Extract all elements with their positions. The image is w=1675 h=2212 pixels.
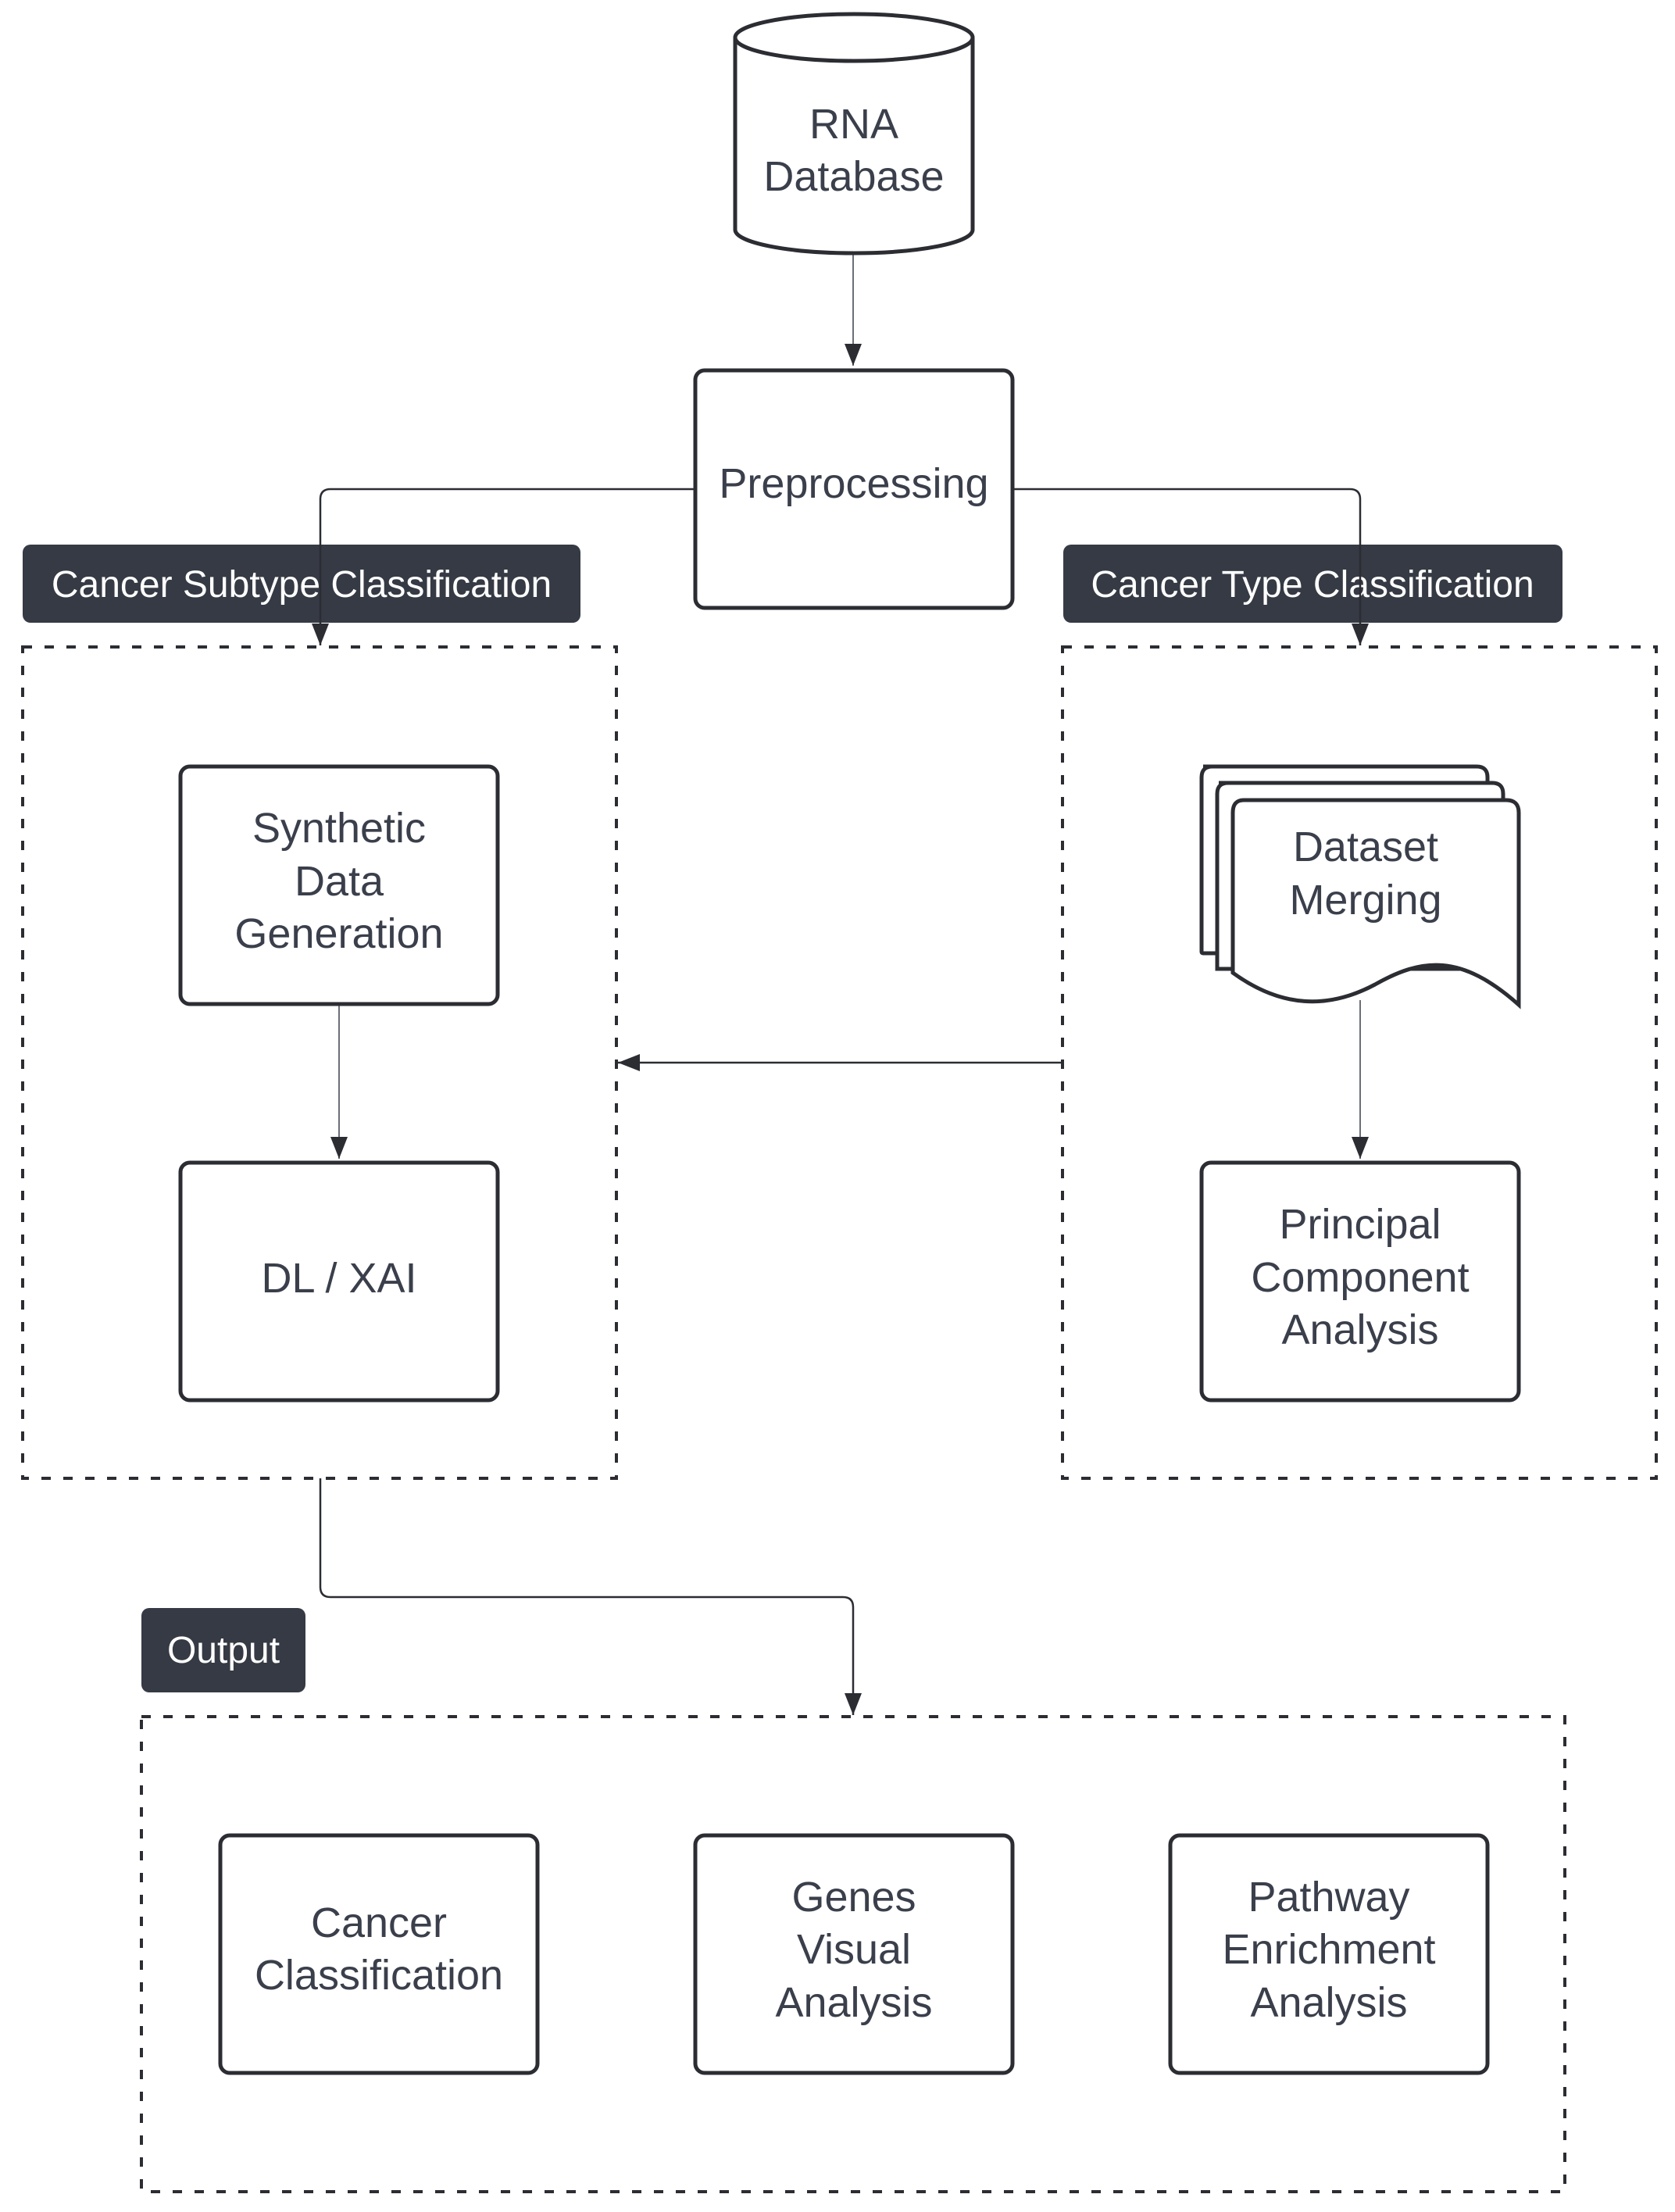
cancer-classification-line-2: Classification <box>255 1952 503 1999</box>
connector-preprocessing-to-subtype <box>312 488 695 645</box>
synthetic-data-line-1: Synthetic <box>252 805 426 852</box>
subtype-group-box <box>21 645 618 1480</box>
pca-line-2: Component <box>1251 1254 1469 1301</box>
pca-node: Principal Component Analysis <box>1199 1160 1521 1403</box>
dl-xai-node: DL / XAI <box>178 1160 500 1403</box>
pathway-enrichment-line-3: Analysis <box>1250 1979 1407 2026</box>
connector-subtype-to-output <box>319 1478 862 1715</box>
cancer-classification-node: Cancer Classification <box>218 1833 540 2075</box>
pca-line-3: Analysis <box>1281 1306 1438 1353</box>
dataset-merging-line-1: Dataset <box>1293 824 1438 870</box>
synthetic-data-line-2: Data <box>295 858 384 905</box>
synthetic-data-line-3: Generation <box>234 910 443 957</box>
pathway-enrichment-node: Pathway Enrichment Analysis <box>1168 1833 1490 2075</box>
dataset-merging-line-2: Merging <box>1289 877 1441 924</box>
output-group-box <box>140 1715 1566 2193</box>
cancer-classification-line-1: Cancer <box>311 1899 447 1946</box>
preprocessing-node: Preprocessing <box>693 368 1015 610</box>
connector-preprocessing-to-type <box>1013 488 1369 645</box>
pca-line-1: Principal <box>1279 1201 1441 1248</box>
rna-database-node: RNA Database <box>733 12 975 256</box>
subtype-group-label-text: Cancer Subtype Classification <box>52 564 552 606</box>
pathway-enrichment-line-1: Pathway <box>1248 1874 1409 1921</box>
genes-visual-line-1: Genes <box>791 1874 916 1921</box>
dataset-merging-node: Dataset Merging <box>1199 764 1521 1010</box>
output-group-label: Output <box>141 1608 305 1692</box>
type-group-label-text: Cancer Type Classification <box>1091 564 1534 606</box>
rna-database-line-1: RNA <box>809 101 898 148</box>
genes-visual-node: Genes Visual Analysis <box>693 1833 1015 2075</box>
preprocessing-label: Preprocessing <box>719 460 988 507</box>
synthetic-data-node: Synthetic Data Generation <box>178 764 500 1006</box>
genes-visual-line-2: Visual <box>797 1926 911 1973</box>
dl-xai-label: DL / XAI <box>261 1255 416 1302</box>
pathway-enrichment-line-2: Enrichment <box>1222 1926 1435 1973</box>
subtype-group-label: Cancer Subtype Classification <box>23 545 580 623</box>
rna-database-line-2: Database <box>763 153 944 200</box>
genes-visual-line-3: Analysis <box>775 1979 932 2026</box>
type-group-label: Cancer Type Classification <box>1063 545 1562 623</box>
output-group-label-text: Output <box>167 1630 280 1671</box>
